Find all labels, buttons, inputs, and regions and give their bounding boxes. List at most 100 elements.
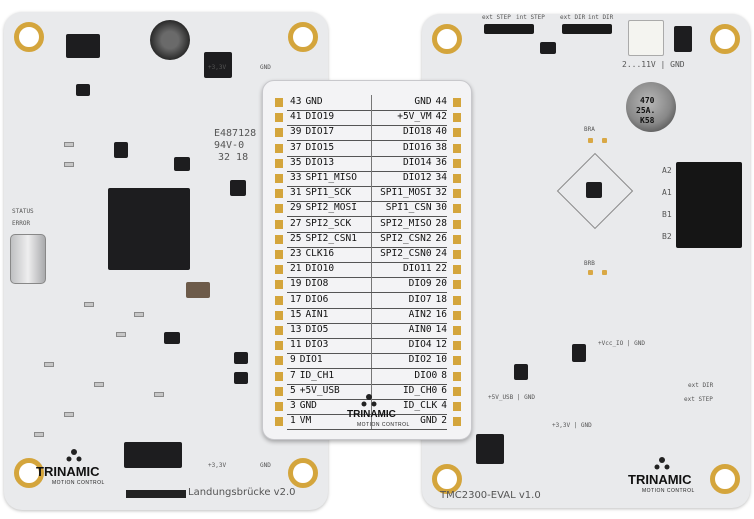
- pin-right-signal: GND: [420, 415, 438, 427]
- pin-pad: [453, 128, 461, 138]
- pin-left-signal: DIO6: [305, 293, 329, 305]
- mounting-hole: [710, 24, 740, 54]
- capacitor-voltage: 25A.: [636, 106, 656, 115]
- pin-right-number: 42: [435, 111, 447, 123]
- test-pad: [588, 138, 593, 143]
- test-pad: [588, 270, 593, 275]
- pin-left-signal: AIN1: [305, 308, 329, 320]
- pin-right-signal: DIO12: [402, 172, 432, 183]
- pin-divider: [371, 307, 372, 323]
- silkscreen-bar: [126, 490, 186, 498]
- pin-right-signal: ID_CLK: [402, 400, 438, 411]
- pin-right-number: 44: [435, 96, 447, 107]
- transistor: [164, 332, 180, 344]
- pin-left-number: 9: [290, 354, 296, 366]
- pin-pad: [275, 143, 283, 153]
- pin-left-label: 5+5V_USB: [290, 385, 340, 396]
- pin-right-signal: DIO14: [402, 156, 432, 168]
- pin-pad: [275, 158, 283, 168]
- pin-divider: [371, 277, 372, 293]
- power-connector[interactable]: [628, 20, 664, 56]
- crystal: [186, 282, 210, 298]
- rating-marking: 94V-0: [214, 140, 245, 151]
- pin-pad: [453, 158, 461, 168]
- capacitor-value: 470: [640, 96, 655, 105]
- pin-divider: [371, 292, 372, 308]
- pin-pad: [453, 326, 461, 335]
- row-line: [287, 398, 447, 400]
- pin-right-number: 24: [435, 248, 447, 259]
- mounting-hole: [14, 22, 44, 52]
- voltage-regulator: [66, 34, 100, 58]
- tmc2300-eval-board: ext STEP int STEP ext DIR int DIR 2...11…: [422, 14, 750, 508]
- pin-left-signal: SPI2_MOSI: [305, 202, 357, 214]
- pin-pad: [275, 371, 283, 381]
- mounting-hole: [288, 22, 318, 52]
- pin-divider: [371, 247, 372, 262]
- pin-left-signal: DIO5: [305, 324, 329, 335]
- pin-pad: [453, 189, 461, 199]
- pin-right-number: 26: [435, 232, 447, 244]
- dir-jumper[interactable]: [562, 24, 612, 34]
- electrolytic-capacitor: [626, 82, 676, 132]
- test-pad: [602, 138, 607, 143]
- pin-pad: [275, 265, 283, 275]
- int-dir-label: int DIR: [588, 14, 614, 21]
- pin-left-signal: DIO3: [305, 339, 329, 351]
- row-line: [287, 216, 447, 218]
- bottom-ic: [124, 442, 182, 468]
- label-gnd: GND: [260, 64, 271, 71]
- row-line: [287, 307, 447, 309]
- row-line: [287, 292, 447, 294]
- pin-left-number: 7: [290, 369, 296, 381]
- pin-left-signal: SPI1_MISO: [305, 172, 357, 183]
- capacitor-code: K58: [640, 116, 655, 125]
- pin-left-signal: ID_CH1: [299, 369, 335, 381]
- trinamic-logo-sub: MOTION CONTROL: [642, 488, 695, 494]
- pin-pad: [453, 174, 461, 183]
- pin-divider: [371, 95, 372, 110]
- microcontroller: [108, 188, 190, 270]
- usb-c-connector[interactable]: [10, 234, 46, 284]
- motor-connector[interactable]: [676, 162, 742, 248]
- row-line: [287, 201, 447, 203]
- pin-divider: [371, 368, 372, 384]
- ext-step-right-label: ext STEP: [684, 396, 713, 403]
- pin-pad: [453, 113, 461, 123]
- pin-left-signal: +5V_USB: [299, 384, 340, 396]
- transistor: [76, 84, 90, 96]
- row-line: [287, 322, 447, 324]
- date-marking: 32 18: [218, 152, 249, 163]
- row-line: [287, 110, 447, 111]
- pin-divider: [371, 155, 372, 171]
- pin-left-signal: DIO1: [299, 354, 323, 366]
- pin-divider: [371, 353, 372, 369]
- pin-pad: [275, 98, 283, 107]
- resistor: [64, 162, 74, 167]
- pin-pad: [453, 219, 461, 229]
- transistor: [540, 42, 556, 54]
- pin-left-number: 39: [290, 126, 302, 138]
- pin-left-number: 29: [290, 202, 302, 214]
- pin-divider: [371, 186, 372, 202]
- pin-right-number: 10: [435, 354, 447, 366]
- trinamic-logo-icon: [66, 449, 82, 462]
- pin-right-signal: SPI1_MOSI: [380, 187, 432, 199]
- resistor: [64, 142, 74, 147]
- pin-right-number: 8: [441, 369, 447, 381]
- step-jumper[interactable]: [484, 24, 534, 34]
